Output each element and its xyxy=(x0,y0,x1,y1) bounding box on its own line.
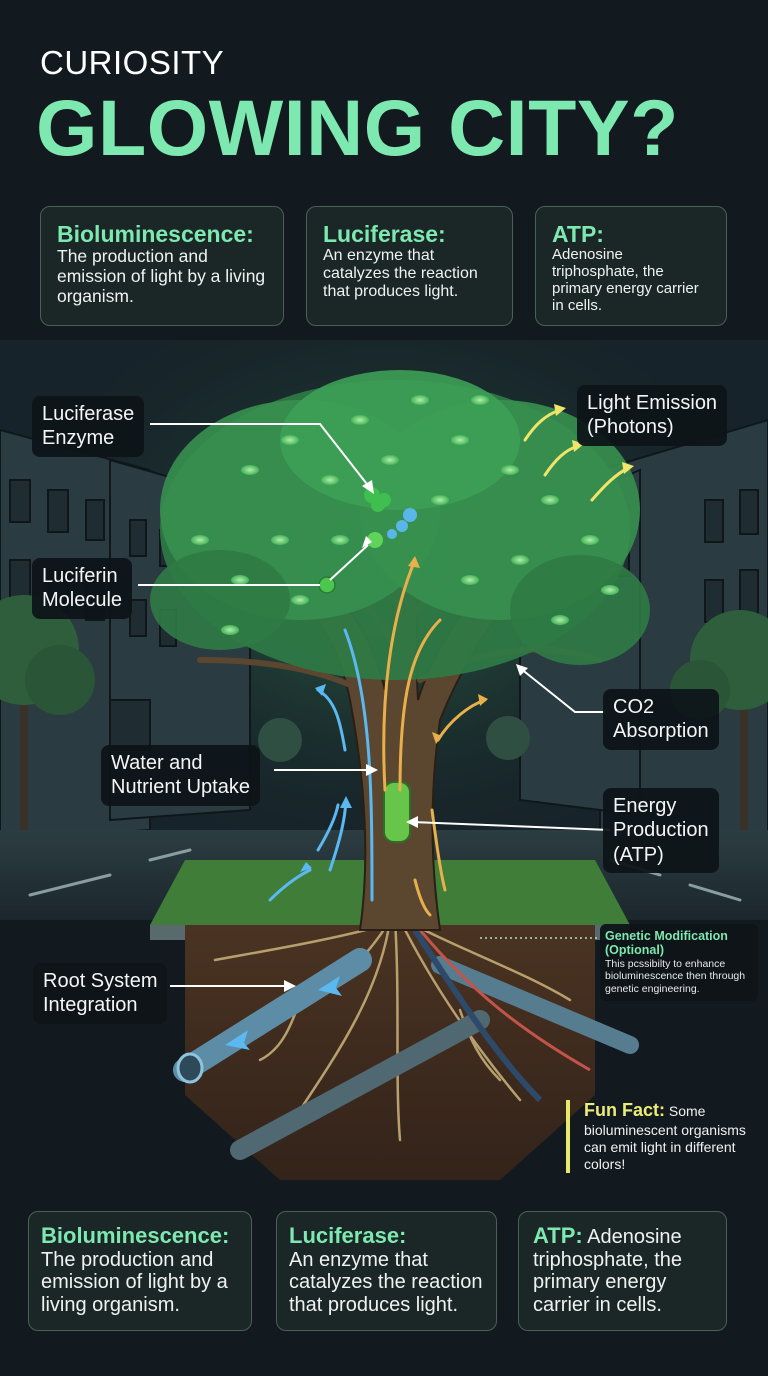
definition-card-atp-bottom: ATP: Adenosine triphosphate, the primary… xyxy=(518,1211,727,1331)
definition-term: Bioluminescence: xyxy=(57,221,254,247)
genetic-modification-callout: Genetic Modification (Optional) This pcs… xyxy=(600,924,758,1001)
definition-term: ATP: xyxy=(552,221,604,247)
definition-text: An enzyme that catalyzes the reaction th… xyxy=(289,1248,483,1317)
definition-card-luciferase-bottom: Luciferase: An enzyme that catalyzes the… xyxy=(276,1211,497,1331)
definition-card-luciferase: Luciferase: An enzyme that catalyzes the… xyxy=(306,206,513,326)
label-water-nutrient-uptake: Water and Nutrient Uptake xyxy=(101,745,260,806)
genetic-modification-body: This pcssibilty to enhance bioluminescen… xyxy=(605,957,746,995)
luciferin-molecule-dot xyxy=(318,576,336,594)
definition-term: ATP: xyxy=(533,1223,583,1248)
definition-term: Luciferase: xyxy=(323,221,446,247)
definition-text: An enzyme that catalyzes the reaction th… xyxy=(323,246,478,301)
energy-cell xyxy=(383,781,411,843)
underground-pipes xyxy=(173,928,639,1160)
definition-term: Luciferase: xyxy=(289,1223,407,1248)
luciferase-molecule xyxy=(364,487,391,512)
street-tree-left xyxy=(0,595,95,840)
fun-fact-callout: Fun Fact: Some bioluminescent organisms … xyxy=(566,1100,762,1174)
definition-text: The production and emission of light by … xyxy=(41,1248,228,1317)
definition-term: Bioluminescence: xyxy=(41,1223,230,1248)
label-co2-absorption: CO2 Absorption xyxy=(603,689,719,750)
kicker-text: CURIOSITY xyxy=(40,44,225,81)
genetic-modification-title: Genetic Modification (Optional) xyxy=(605,929,728,958)
label-luciferase-enzyme: Luciferase Enzyme xyxy=(32,396,145,457)
fun-fact-title: Fun Fact: xyxy=(584,1100,665,1120)
definition-card-bioluminescence: Bioluminescence: The production and emis… xyxy=(40,206,284,326)
label-root-system-integration: Root System Integration xyxy=(33,963,168,1024)
definition-text: Adenosine triphosphate, the primary ener… xyxy=(552,245,699,314)
glowing-canopy xyxy=(150,370,650,680)
definition-text: Adenosine triphosphate, the primary ener… xyxy=(533,1226,682,1317)
luciferin-complex xyxy=(367,532,383,548)
label-energy-production: Energy Production (ATP) xyxy=(603,788,719,874)
definition-text: The production and emission of light by … xyxy=(57,245,266,306)
label-light-emission: Light Emission (Photons) xyxy=(577,385,728,446)
definition-card-bioluminescence-bottom: Bioluminescence: The production and emis… xyxy=(28,1211,252,1331)
luciferin-molecule-blue xyxy=(387,508,417,539)
definition-card-atp: ATP: Adenosine triphosphate, the primary… xyxy=(535,206,727,326)
fun-fact-body: Some bioluminescent organisms can emit l… xyxy=(584,1103,746,1173)
label-luciferin-molecule: Luciferin Molecule xyxy=(32,558,133,619)
page-title: GLOWING CITY? xyxy=(36,83,679,172)
